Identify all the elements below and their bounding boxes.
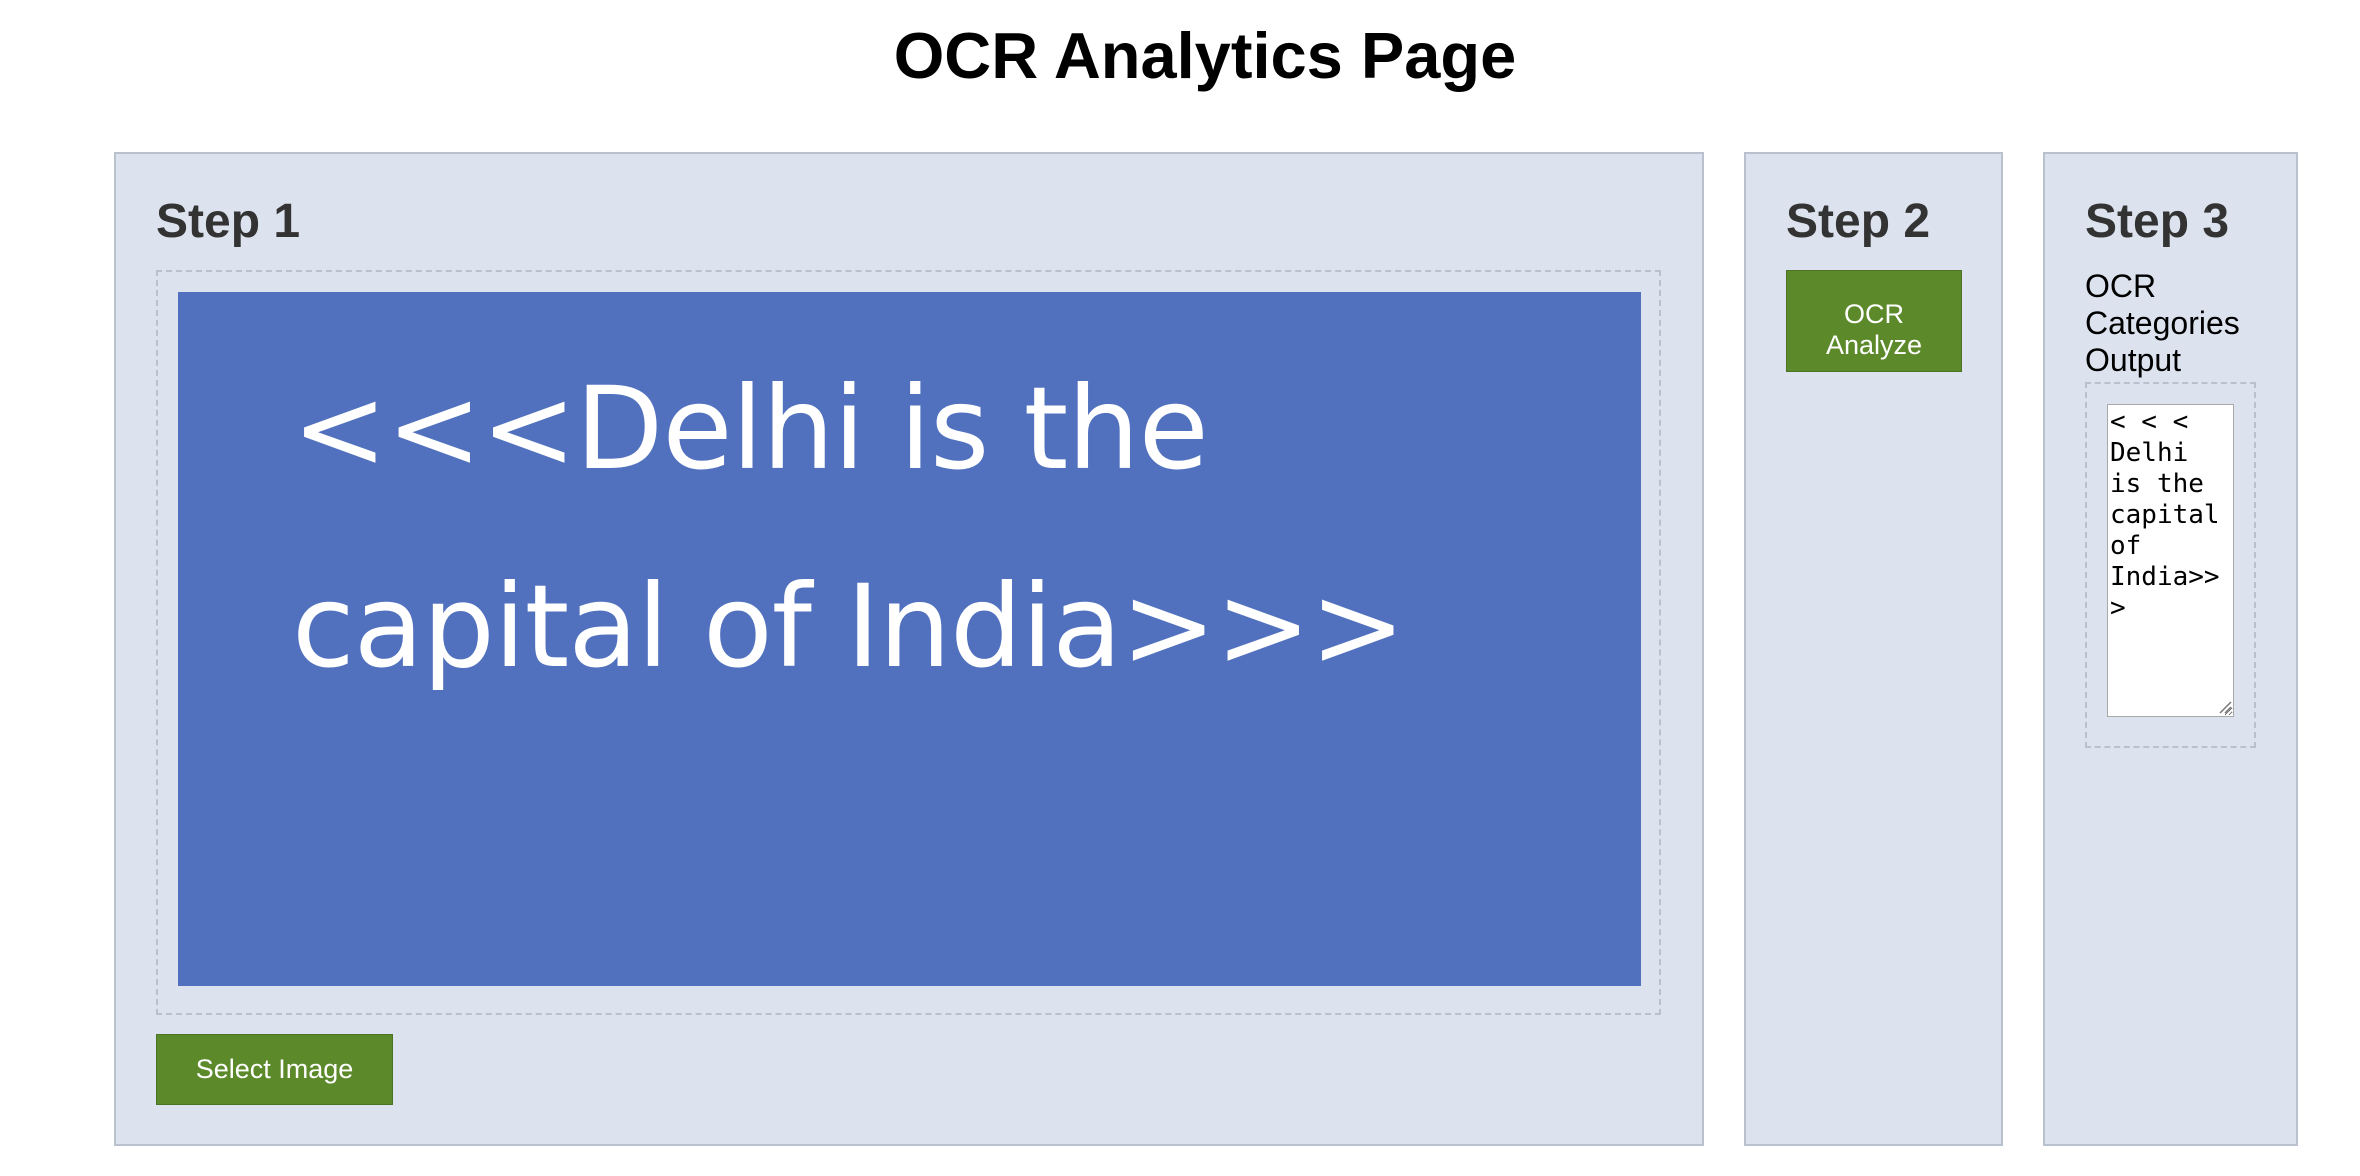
step3-panel: Step 3 OCR Categories Output < < < Delhi… xyxy=(2043,152,2298,1146)
page-title: OCR Analytics Page xyxy=(893,19,1517,92)
step2-heading: Step 2 xyxy=(1786,195,1931,248)
image-preview: <<<Delhi is the capital of India>>> xyxy=(178,292,1641,986)
ocr-analyze-label-line1: OCR xyxy=(1844,299,1904,329)
output-label-line1: OCR xyxy=(2085,268,2157,304)
image-text-line2: capital of India>>> xyxy=(292,560,1405,693)
select-image-button[interactable]: Select Image xyxy=(156,1034,393,1105)
image-text-line1: <<<Delhi is the xyxy=(292,362,1209,495)
image-dropzone[interactable]: <<<Delhi is the capital of India>>> xyxy=(156,270,1661,1015)
step1-panel: Step 1 <<<Delhi is the capital of India>… xyxy=(114,152,1704,1146)
resize-grip-icon[interactable] xyxy=(2218,700,2232,714)
ocr-analyze-label-line2: Analyze xyxy=(1825,330,1923,360)
ocr-output-textarea[interactable]: < < < Delhi is the capital of India>> > xyxy=(2107,404,2234,717)
step3-heading: Step 3 xyxy=(2085,195,2230,248)
step2-panel: Step 2 OCR Analyze xyxy=(1744,152,2003,1146)
step1-heading: Step 1 xyxy=(156,195,301,248)
output-label-line2: Categories xyxy=(2085,305,2240,341)
ocr-analyze-button[interactable]: OCR Analyze xyxy=(1786,270,1962,372)
output-label: OCR Categories Output xyxy=(2085,268,2240,379)
output-label-line3: Output xyxy=(2085,342,2182,378)
output-container: < < < Delhi is the capital of India>> > xyxy=(2085,382,2256,748)
